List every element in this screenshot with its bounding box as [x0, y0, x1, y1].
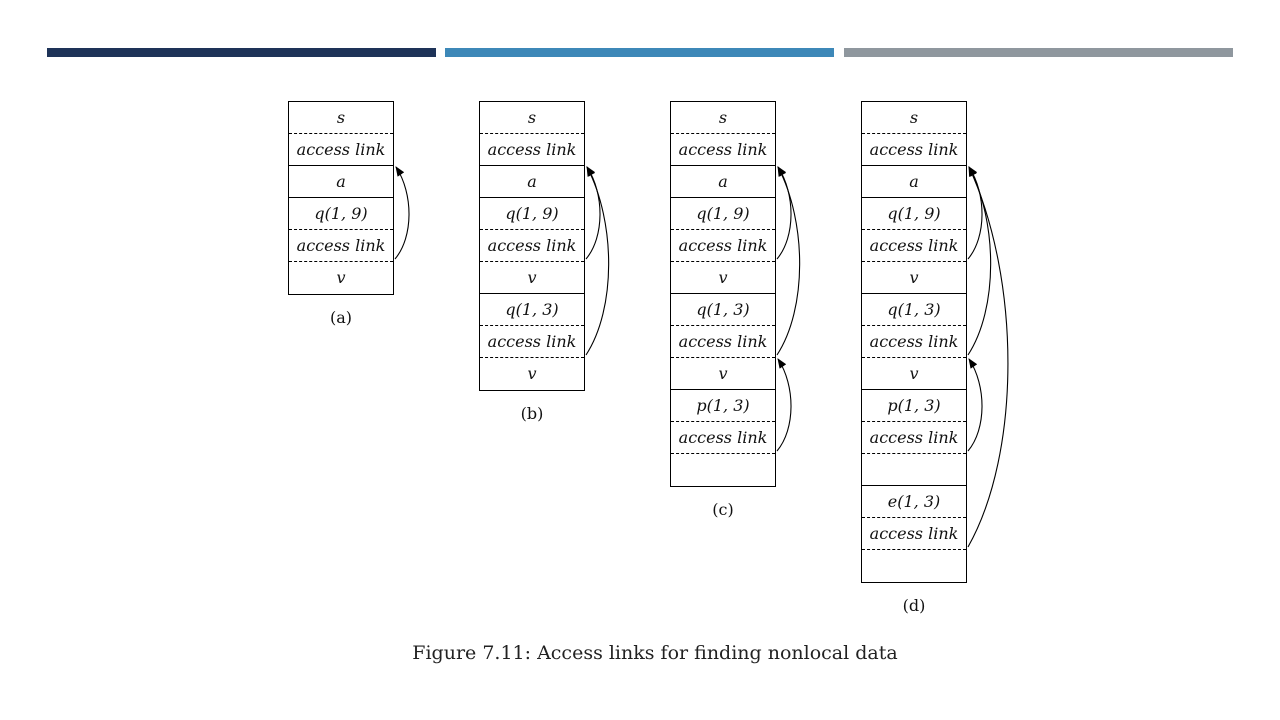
figure-caption: Figure 7.11: Access links for finding no… [412, 642, 898, 664]
access-link-arrow [967, 358, 983, 452]
stack-caption-b: (b) [520, 404, 544, 423]
stack-cell: q(1, 3) [671, 294, 775, 326]
stack-cell: q(1, 9) [480, 198, 584, 230]
stack-cell: v [862, 262, 966, 294]
access-link-arrow [776, 358, 792, 452]
access-link-cell: access link [289, 134, 393, 166]
access-link-arrow [967, 166, 1009, 548]
stack-cell: a [289, 166, 393, 198]
stack-cell: s [289, 102, 393, 134]
access-link-cell: access link [671, 326, 775, 358]
access-link-cell: access link [862, 230, 966, 262]
access-link-cell: access link [480, 326, 584, 358]
stack-cell: p(1, 3) [862, 390, 966, 422]
access-link-arrow [585, 166, 610, 356]
access-link-arrow [967, 166, 992, 356]
access-link-cell: access link [289, 230, 393, 262]
accent-bar-navy [47, 48, 436, 57]
access-link-cell: access link [862, 518, 966, 550]
stack-cell: v [671, 358, 775, 390]
access-link-arrow [776, 166, 801, 356]
accent-bar-gray [844, 48, 1233, 57]
stack-cell: q(1, 3) [480, 294, 584, 326]
stack-cell: v [671, 262, 775, 294]
stack-cell: q(1, 9) [671, 198, 775, 230]
stack-cell: a [671, 166, 775, 198]
stack-cell: a [480, 166, 584, 198]
stack-cell: s [671, 102, 775, 134]
stack-cell: v [527, 364, 537, 383]
stack-cell: s [862, 102, 966, 134]
stack-cell: p(1, 3) [671, 390, 775, 422]
access-link-cell: access link [862, 326, 966, 358]
stack-cell: s [480, 102, 584, 134]
stack-cell: v [480, 262, 584, 294]
stack-caption-d: (d) [902, 596, 926, 615]
stack-cell: a [862, 166, 966, 198]
access-link-cell: access link [671, 422, 775, 454]
stack-cell: q(1, 9) [289, 198, 393, 230]
access-link-cell: access link [862, 422, 966, 454]
empty-cell [862, 454, 966, 486]
access-link-cell: access link [862, 134, 966, 166]
stack-caption-a: (a) [329, 308, 353, 327]
stack-cell: e(1, 3) [862, 486, 966, 518]
access-link-arrow [394, 166, 410, 260]
access-link-cell: access link [671, 134, 775, 166]
accent-bar-blue [445, 48, 834, 57]
stack-caption-c: (c) [712, 500, 734, 519]
access-link-cell: access link [480, 134, 584, 166]
stack-cell: q(1, 9) [862, 198, 966, 230]
access-link-cell: access link [671, 230, 775, 262]
access-link-cell: access link [480, 230, 584, 262]
stack-cell: v [336, 268, 346, 287]
stack-cell: v [862, 358, 966, 390]
stack-cell: q(1, 3) [862, 294, 966, 326]
